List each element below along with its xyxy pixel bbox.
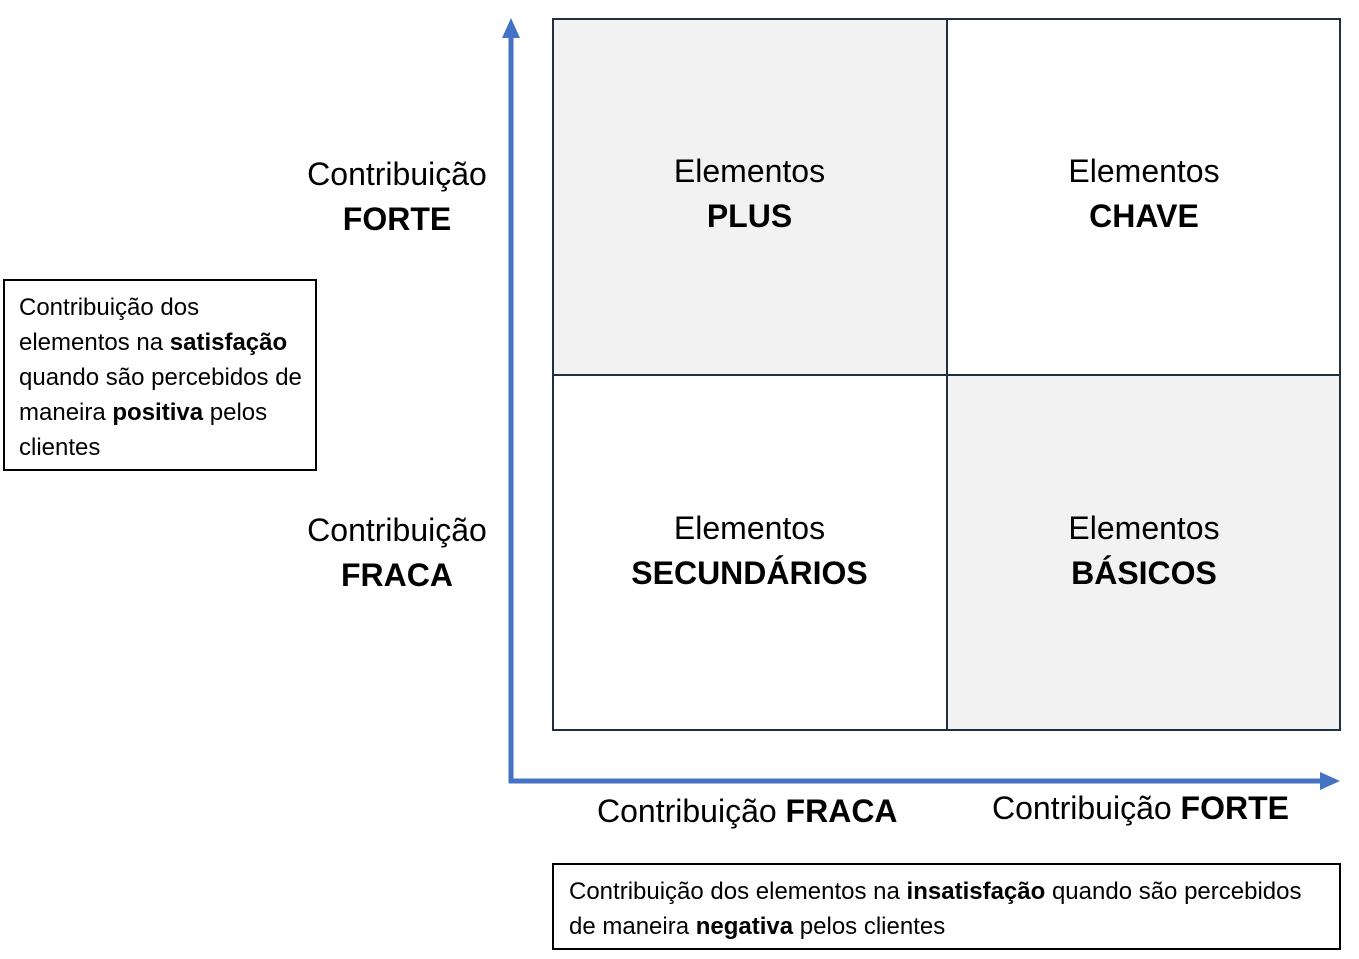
dissatisfaction-note-part1: Contribuição dos elementos na <box>569 878 907 905</box>
satisfaction-note-part3: pelos clientes <box>19 399 268 461</box>
satisfaction-note-bold1: satisfação <box>169 329 288 356</box>
y-axis-label-weak-text: Contribuição <box>307 512 487 548</box>
dissatisfaction-note-part2: quando são percebidos de maneira <box>569 878 1302 940</box>
quadrant-chave-line2: CHAVE <box>1089 198 1199 234</box>
quadrant-plus: Elementos PLUS <box>552 18 947 375</box>
dissatisfaction-note-part3: pelos clientes <box>793 913 946 940</box>
quadrant-basicos-line2: BÁSICOS <box>1071 555 1217 591</box>
satisfaction-note-part2: quando são percebidos de maneira <box>19 364 302 426</box>
satisfaction-note-part1: Contribuição dos elementos na <box>19 294 200 356</box>
x-axis-label-strong-bold: FORTE <box>1180 790 1289 826</box>
satisfaction-note-box: Contribuição dos elementos na satisfação… <box>3 279 317 471</box>
x-axis-arrowhead <box>1320 772 1340 790</box>
quadrant-secundarios-line1: Elementos <box>673 510 826 546</box>
quadrant-basicos-line1: Elementos <box>1068 510 1220 546</box>
quadrant-plus-line2: PLUS <box>706 198 793 234</box>
x-axis-label-weak: Contribuição FRACA <box>597 791 898 831</box>
x-axis-label-strong: Contribuição FORTE <box>992 788 1289 828</box>
quadrant-divider-horizontal <box>552 374 1341 376</box>
dissatisfaction-note-box: Contribuição dos elementos na insatisfaç… <box>552 863 1341 950</box>
y-axis-label-strong-bold: FORTE <box>342 201 452 237</box>
quadrant-chave-line1: Elementos <box>1068 153 1220 189</box>
x-axis-label-strong-text: Contribuição <box>992 790 1181 826</box>
y-axis-label-weak: Contribuição FRACA <box>282 508 512 598</box>
dissatisfaction-note-bold1: insatisfação <box>906 878 1046 905</box>
dissatisfaction-note-bold2: negativa <box>695 913 794 940</box>
y-axis-label-strong-text: Contribuição <box>307 156 487 192</box>
quadrant-secundarios: Elementos SECUNDÁRIOS <box>552 375 947 731</box>
quadrant-secundarios-line2: SECUNDÁRIOS <box>631 555 868 591</box>
satisfaction-note-bold2: positiva <box>112 399 204 426</box>
quadrant-plus-line1: Elementos <box>673 153 826 189</box>
y-axis-label-strong: Contribuição FORTE <box>282 152 512 242</box>
x-axis-label-weak-bold: FRACA <box>785 793 898 829</box>
quadrant-basicos: Elementos BÁSICOS <box>947 375 1341 731</box>
x-axis-label-weak-text: Contribuição <box>597 793 786 829</box>
quadrant-chave: Elementos CHAVE <box>947 18 1341 375</box>
y-axis-arrowhead <box>502 18 520 38</box>
y-axis-label-weak-bold: FRACA <box>341 557 453 593</box>
